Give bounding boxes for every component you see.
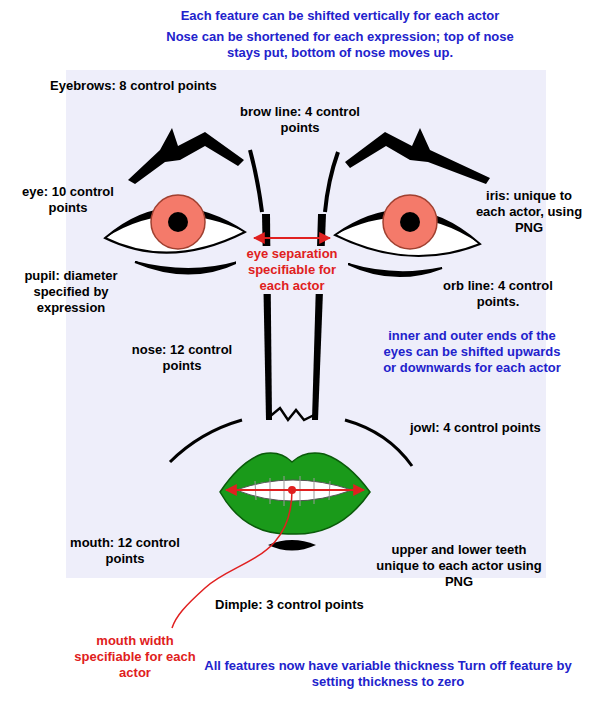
annotation-label: nose: 12 control points [126,342,238,374]
annotation-label: mouth: 12 control points [60,535,190,567]
annotation-label: brow line: 4 control points [240,104,360,136]
annotation-label: inner and outer ends of the eyes can be … [378,328,566,376]
annotation-label: jowl: 4 control points [410,420,580,436]
annotation-label: eye separation specifiable for each acto… [236,246,348,294]
nose-right [312,214,326,420]
annotation-label: eye: 10 control points [12,184,124,216]
annotation-label: pupil: diameter specified by expression [12,268,130,316]
annotation-label: upper and lower teeth unique to each act… [370,542,548,590]
face-ground [66,70,546,578]
annotation-label: Nose can be shortened for each expressio… [160,29,520,61]
nose-bottom [268,408,316,420]
left-brow-line [250,150,262,212]
right-iris [383,195,437,249]
annotation-label: iris: unique to each actor, using PNG [474,188,584,236]
right-eyebrow [345,128,490,184]
left-orb-line [135,262,238,274]
annotation-label: orb line: 4 control points. [432,278,564,310]
right-jowl [345,420,412,466]
nose-left [262,214,272,420]
left-iris [151,195,205,249]
annotation-label: mouth width specifiable for each actor [70,633,200,681]
right-orb-line [348,264,442,276]
annotation-label: Eyebrows: 8 control points [50,78,310,94]
annotation-label: Each feature can be shifted vertically f… [110,8,570,24]
eye-separation-arrow [254,237,330,239]
right-brow-line [325,152,338,212]
left-jowl [170,420,242,462]
left-pupil [168,212,188,232]
right-pupil [400,212,420,232]
annotation-label: All features now have variable thickness… [200,658,576,690]
lips [220,453,370,534]
left-eyebrow [128,128,244,184]
annotation-label: Dimple: 3 control points [215,597,435,613]
